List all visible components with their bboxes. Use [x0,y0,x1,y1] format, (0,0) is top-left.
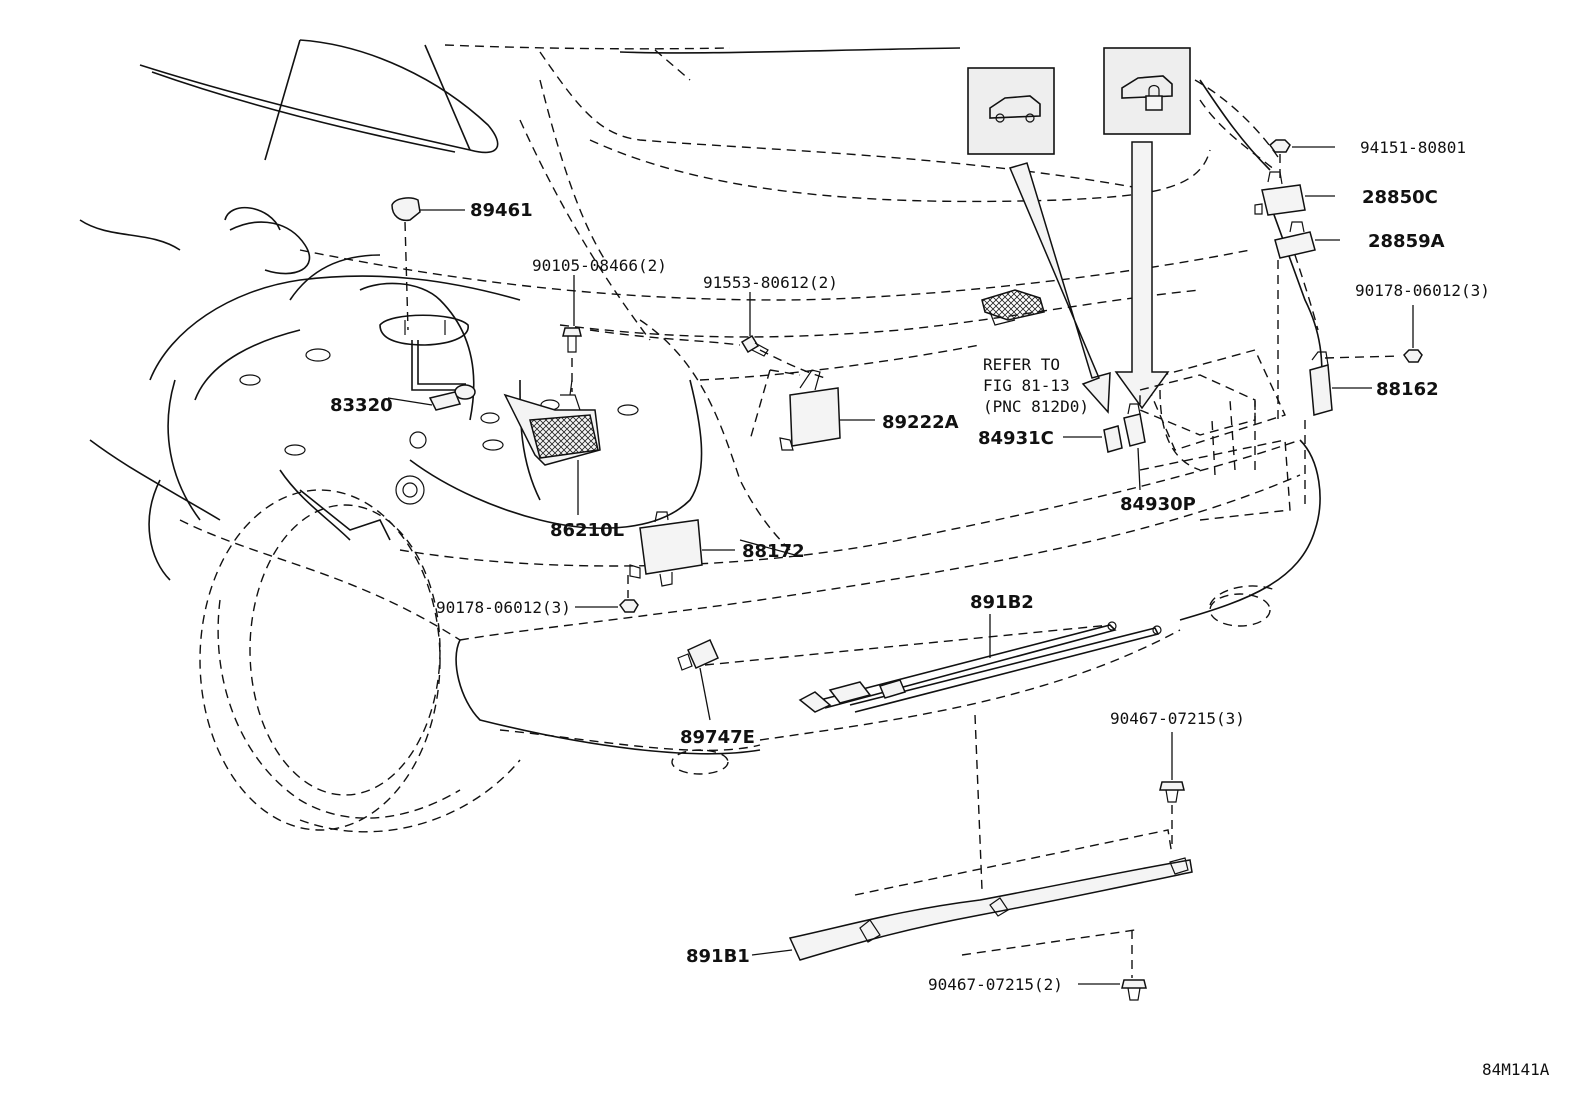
suv-lock-icon [1103,47,1191,135]
part-89747E[interactable] [677,639,719,721]
label-88162[interactable]: 88162 [1376,379,1439,400]
refer-note: REFER TO FIG 81-13 (PNC 812D0) [983,355,1089,416]
part-lock-unit-outline [1139,374,1256,436]
part-891B2[interactable] [798,614,1162,891]
part-89222A[interactable] [749,369,875,451]
label-891B2[interactable]: 891B2 [970,592,1034,613]
label-84931C[interactable]: 84931C [978,428,1054,449]
part-90178-nut-right[interactable] [1324,305,1423,363]
part-90467-clip-lower[interactable] [1078,930,1147,1001]
icon-arrows [1008,141,1170,414]
part-89461[interactable] [391,197,465,331]
part-84930P[interactable] [1123,403,1146,491]
part-88162[interactable] [1304,351,1372,510]
label-90467-07215-2[interactable]: 90467-07215(2) [928,975,1063,994]
label-90178-06012-right[interactable]: 90178-06012(3) [1355,281,1490,300]
label-91553-80612[interactable]: 91553-80612(2) [703,273,838,292]
part-refer-handle[interactable] [981,289,1045,326]
figure-code: 84M141A [1482,1060,1550,1079]
part-90178-nut-left[interactable] [575,575,639,613]
label-84930P[interactable]: 84930P [1120,494,1196,515]
misc-dashed-leaders [589,329,1111,666]
part-28859A[interactable] [1274,221,1340,420]
refer-line-1: REFER TO [983,355,1060,374]
label-89222A[interactable]: 89222A [882,412,959,433]
label-90467-07215-3[interactable]: 90467-07215(3) [1110,709,1245,728]
label-94151-80801[interactable]: 94151-80801 [1360,138,1466,157]
label-28850C[interactable]: 28850C [1362,187,1438,208]
refer-line-2: FIG 81-13 [983,376,1070,395]
suv-icon [967,67,1055,155]
part-28850C[interactable] [1254,171,1335,216]
label-28859A[interactable]: 28859A [1368,231,1445,252]
part-94151-nut[interactable] [1268,139,1335,178]
label-90105-08466[interactable]: 90105-08466(2) [532,256,667,275]
part-90105-bolt[interactable] [562,275,582,353]
label-88172[interactable]: 88172 [742,541,805,562]
part-86210L[interactable] [503,358,601,515]
label-86210L[interactable]: 86210L [550,520,624,541]
part-90467-clip-upper[interactable] [1159,732,1185,850]
part-91553-bolt[interactable] [740,292,769,357]
label-891B1[interactable]: 891B1 [686,946,750,967]
label-89461[interactable]: 89461 [470,200,533,221]
label-83320[interactable]: 83320 [330,395,393,416]
part-891B1[interactable] [751,829,1193,961]
part-84931C[interactable] [1063,425,1123,453]
part-88172[interactable] [629,511,735,587]
label-90178-06012-left[interactable]: 90178-06012(3) [436,598,571,617]
label-89747E[interactable]: 89747E [680,727,755,748]
refer-line-3: (PNC 812D0) [983,397,1089,416]
part-83320[interactable] [379,314,476,411]
